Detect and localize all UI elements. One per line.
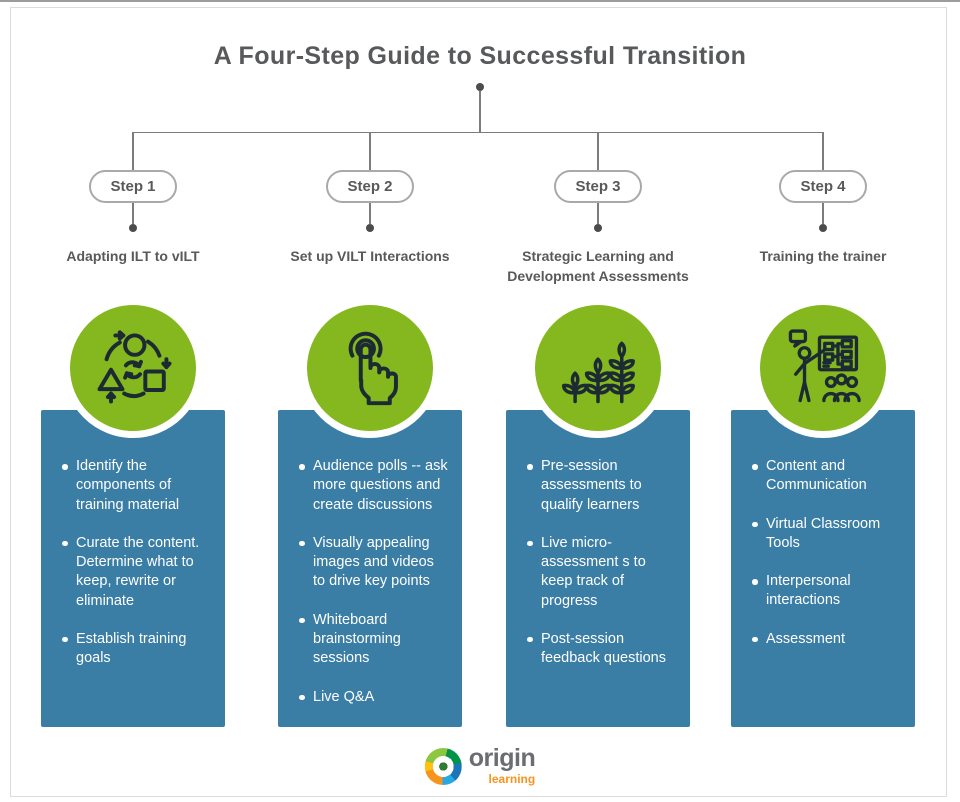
step-2-bullet-list: Audience polls -- ask more questions and… <box>278 410 462 707</box>
step-3-subtitle: Strategic Learning and Development Asses… <box>507 248 689 284</box>
step-1-icon-circle <box>63 298 203 438</box>
bullet-item: Interpersonal interactions <box>752 572 903 611</box>
step-2-dot <box>366 224 374 232</box>
step-4-pill: Step 4 <box>779 170 867 203</box>
step-4-label: Step 4 <box>800 178 846 195</box>
bullet-item: Content and Communication <box>752 457 903 496</box>
step-3-stem-line <box>597 203 599 224</box>
step-1-pill: Step 1 <box>89 170 177 203</box>
step-3-icon-circle <box>528 298 668 438</box>
bullet-item: Visually appealing images and videos to … <box>299 534 450 592</box>
trainer-presentation-icon <box>788 329 861 403</box>
step-2-card: Audience polls -- ask more questions and… <box>278 410 462 727</box>
step-4-subtitle: Training the trainer <box>759 248 887 264</box>
bullet-item: Virtual Classroom Tools <box>752 515 903 554</box>
step-4-card: Content and Communication Virtual Classr… <box>731 410 915 727</box>
step-2-label: Step 2 <box>347 178 393 195</box>
step-2-icon-circle <box>300 298 440 438</box>
bullet-item: Live Q&A <box>299 688 450 707</box>
top-border <box>0 0 960 2</box>
step-4-stem-line <box>822 203 824 224</box>
bullet-item: Curate the content. Determine what to ke… <box>62 534 213 611</box>
step-2-stem-line <box>369 203 371 224</box>
origin-swirl-icon <box>424 747 462 785</box>
step-3-pill: Step 3 <box>554 170 642 203</box>
bullet-item: Identify the components of training mate… <box>62 457 213 515</box>
bullet-item: Pre-session assessments to qualify learn… <box>527 457 678 515</box>
step-3-label: Step 3 <box>575 178 621 195</box>
step-3-dot <box>594 224 602 232</box>
step-4-dot <box>819 224 827 232</box>
tree-drop-line-3 <box>597 131 599 170</box>
step-1-card: Identify the components of training mate… <box>41 410 225 727</box>
bullet-item: Assessment <box>752 630 903 649</box>
tree-drop-line-1 <box>132 131 134 170</box>
step-3-card: Pre-session assessments to qualify learn… <box>506 410 690 727</box>
tree-drop-line-2 <box>369 131 371 170</box>
tree-horizontal-line <box>133 131 823 133</box>
brand-name: origin <box>468 744 536 772</box>
step-2-subtitle: Set up VILT Interactions <box>290 248 450 264</box>
growth-plants-icon <box>561 341 635 404</box>
tree-root-dot <box>476 83 484 91</box>
step-4-icon-circle <box>753 298 893 438</box>
tree-drop-line-4 <box>822 131 824 170</box>
step-4-bullet-list: Content and Communication Virtual Classr… <box>731 410 915 649</box>
bullet-item: Live micro-assessment s to keep track of… <box>527 534 678 611</box>
bullet-item: Audience polls -- ask more questions and… <box>299 457 450 515</box>
step-1-stem-line <box>132 203 134 224</box>
page-title: A Four-Step Guide to Successful Transiti… <box>213 42 747 70</box>
bullet-item: Establish training goals <box>62 630 213 669</box>
step-3-bullet-list: Pre-session assessments to qualify learn… <box>506 410 690 669</box>
step-1-label: Step 1 <box>110 178 156 195</box>
step-2-pill: Step 2 <box>326 170 414 203</box>
brand-subname: learning <box>488 771 536 786</box>
step-1-dot <box>129 224 137 232</box>
bullet-item: Post-session feedback questions <box>527 630 678 669</box>
cycle-shapes-icon <box>97 330 172 404</box>
bullet-item: Whiteboard brainstorming sessions <box>299 611 450 669</box>
step-1-bullet-list: Identify the components of training mate… <box>41 410 225 669</box>
tree-stem-line <box>479 91 481 132</box>
tap-touch-icon <box>348 331 398 406</box>
brand-logo: origin learning <box>424 744 536 786</box>
brand-text: origin learning <box>468 744 536 786</box>
page-frame <box>10 7 947 797</box>
step-1-subtitle: Adapting ILT to vILT <box>66 248 200 264</box>
